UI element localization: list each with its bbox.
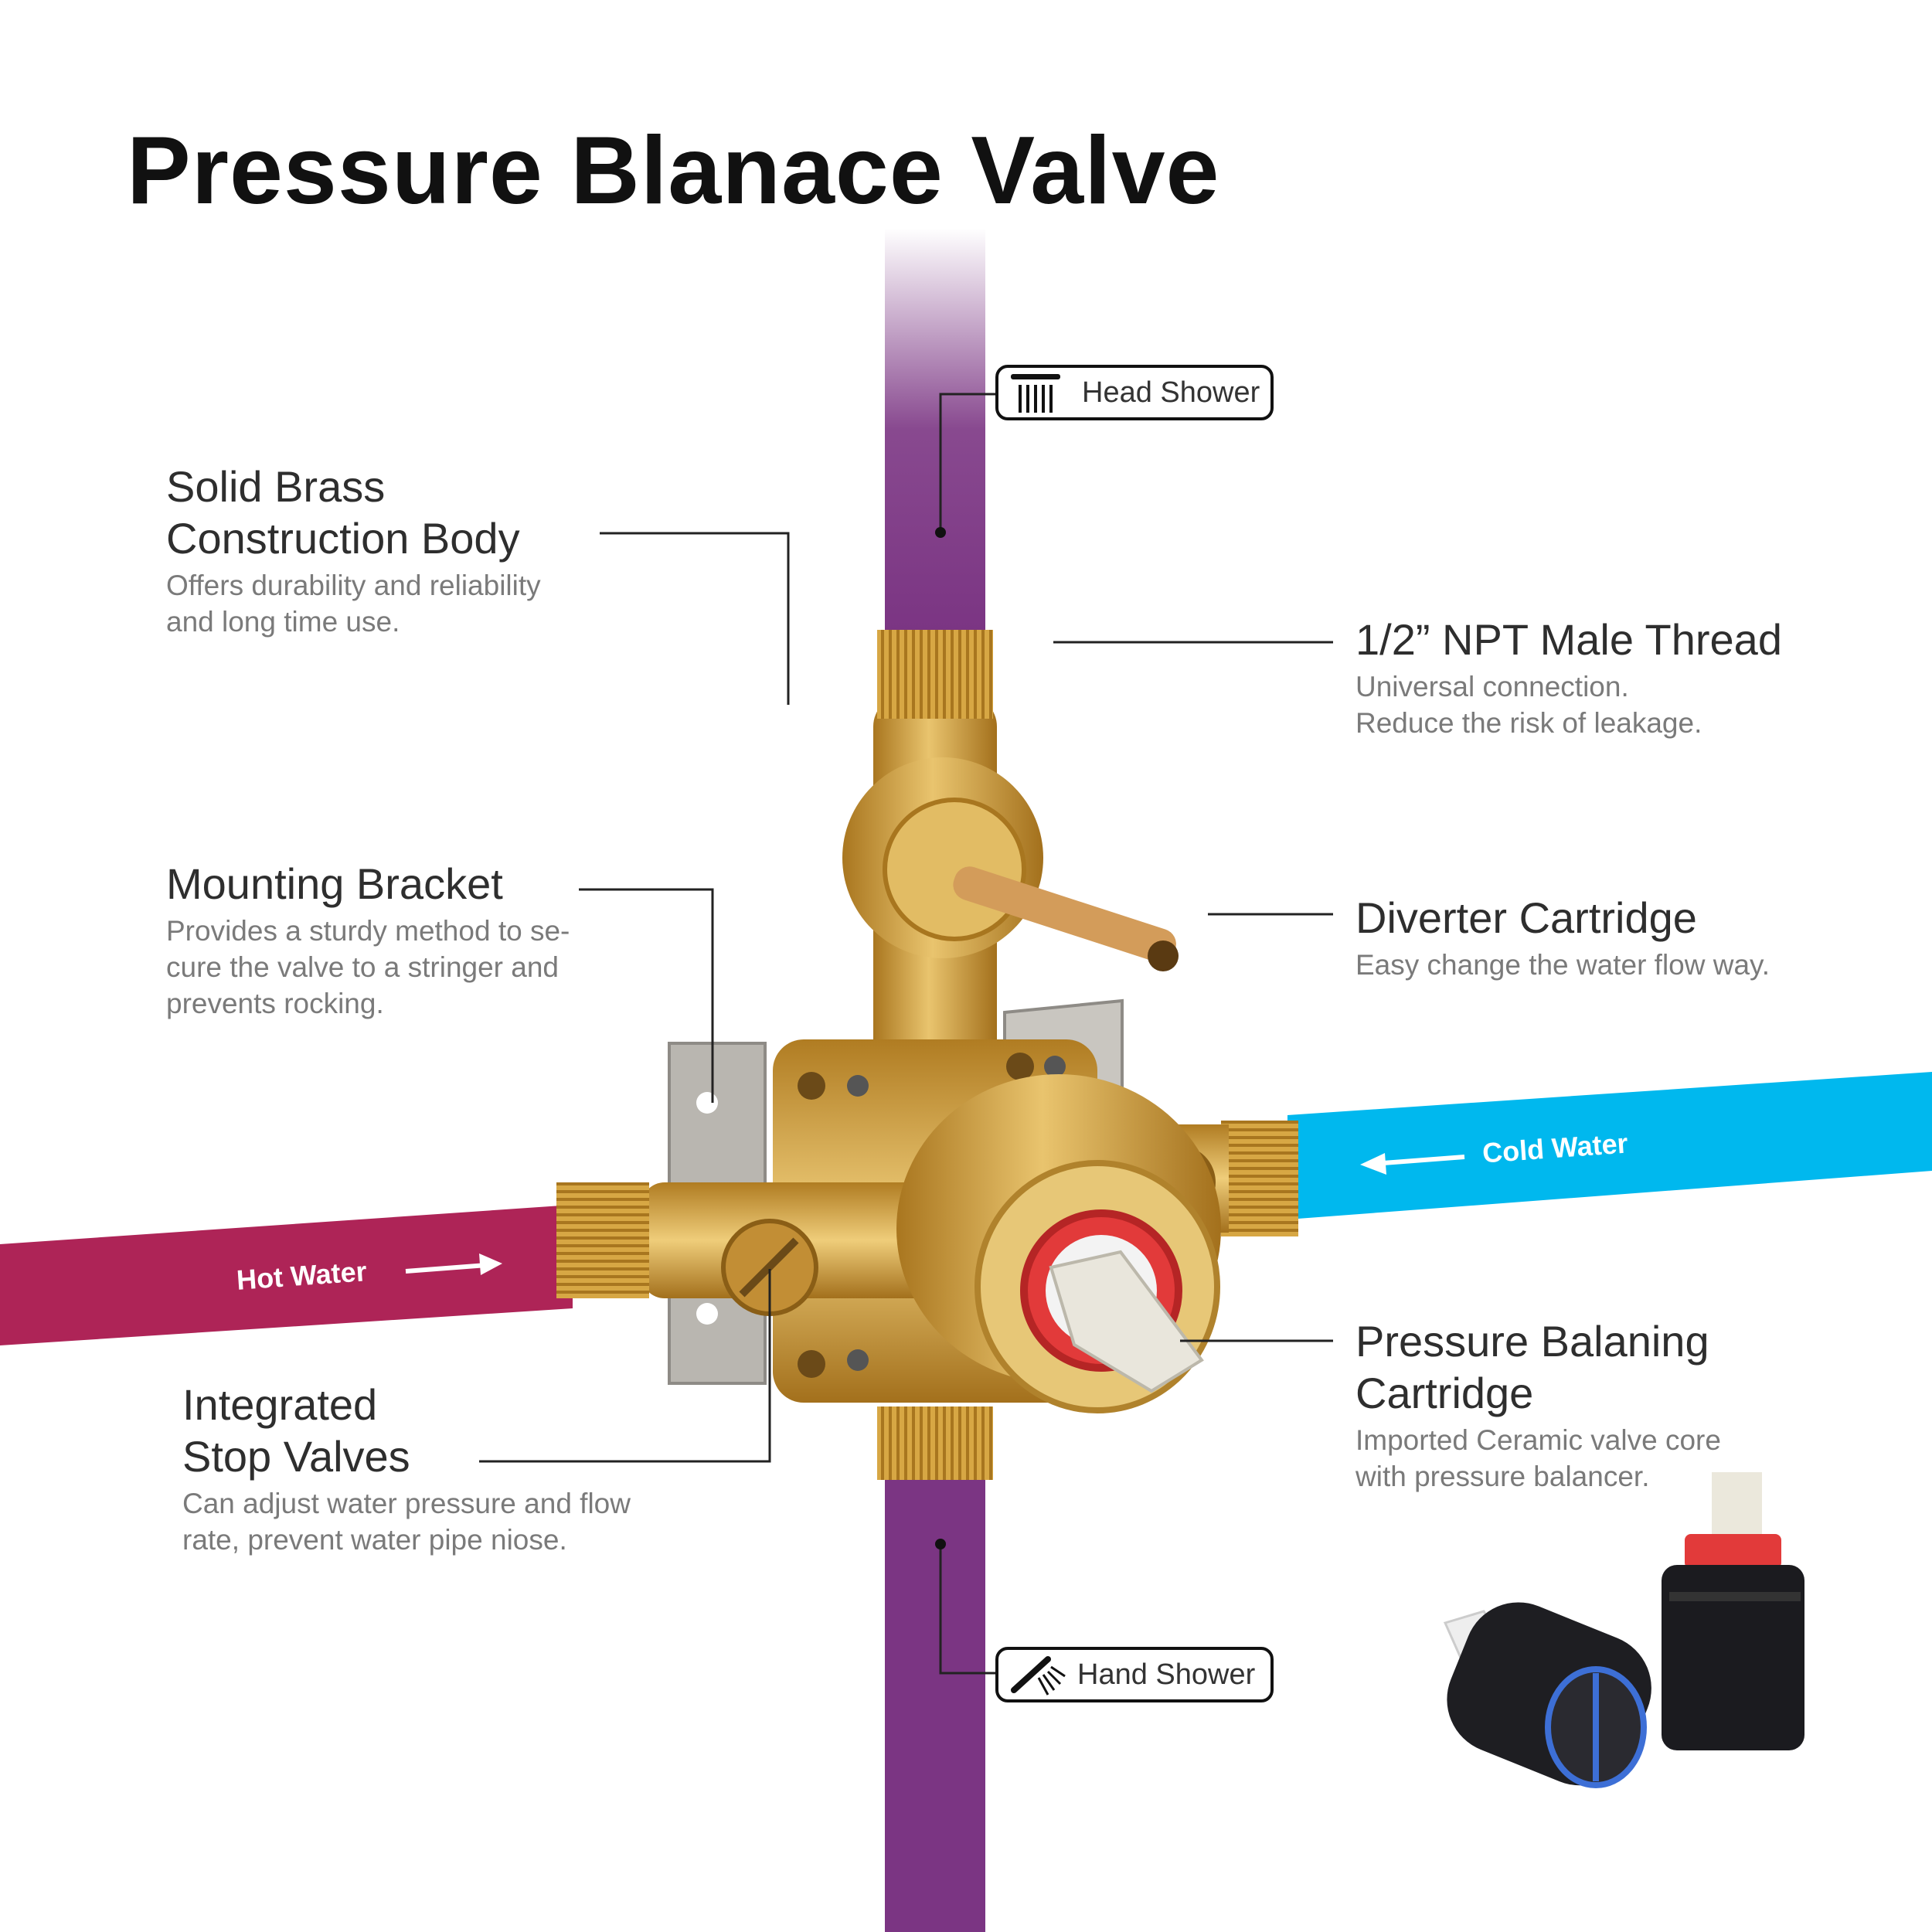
feature-heading: Cartridge [1355,1369,1534,1417]
feature-desc: Easy change the water flow way. [1355,949,1770,981]
feature-desc: Universal connection.Reduce the risk of … [1355,671,1702,739]
head-shower-label: Head Shower [995,365,1274,420]
hand-shower-icon [1011,1656,1066,1696]
cold-water-arrow [1360,1153,1465,1175]
feature-heading: 1/2” NPT Male Thread [1355,615,1782,664]
cold-water-pipe [1287,1072,1932,1219]
feature-pressure-cartridge: Pressure Balaning Cartridge Imported Cer… [1355,1315,1721,1495]
hot-water-arrow [405,1253,502,1275]
hand-shower-leader [939,1544,997,1675]
feature-heading: Diverter Cartridge [1355,893,1697,942]
feature-heading: Construction Body [166,514,520,563]
head-shower-leader [939,393,997,532]
hand-shower-text: Hand Shower [1077,1658,1256,1691]
hot-water-pipe [0,1205,573,1345]
solid-brass-leader [600,532,790,705]
stop-valve-leader [479,1269,771,1463]
feature-desc: Provides a sturdy method to se-cure the … [166,915,570,1019]
feature-heading: Pressure Balaning [1355,1317,1709,1366]
head-shower-pipe [885,228,985,630]
feature-diverter-cartridge: Diverter Cartridge Easy change the water… [1355,892,1770,983]
hand-shower-pipe [885,1472,985,1932]
feature-heading: Integrated [182,1380,378,1429]
page-title: Pressure Blanace Valve [127,117,1220,224]
feature-stop-valves: Integrated Stop Valves Can adjust water … [182,1379,631,1558]
feature-mounting-bracket: Mounting Bracket Provides a sturdy metho… [166,858,570,1022]
feature-heading: Stop Valves [182,1432,410,1481]
head-shower-icon [1011,374,1060,413]
mounting-bracket-leader [579,888,714,1103]
feature-heading: Mounting Bracket [166,859,503,908]
hand-shower-label: Hand Shower [995,1647,1274,1702]
feature-heading: Solid Brass [166,462,386,511]
feature-npt-thread: 1/2” NPT Male Thread Universal connectio… [1355,614,1782,741]
head-shower-text: Head Shower [1082,376,1260,409]
cartridge-product-images [1443,1472,1804,1788]
feature-solid-brass: Solid Brass Construction Body Offers dur… [166,461,541,640]
